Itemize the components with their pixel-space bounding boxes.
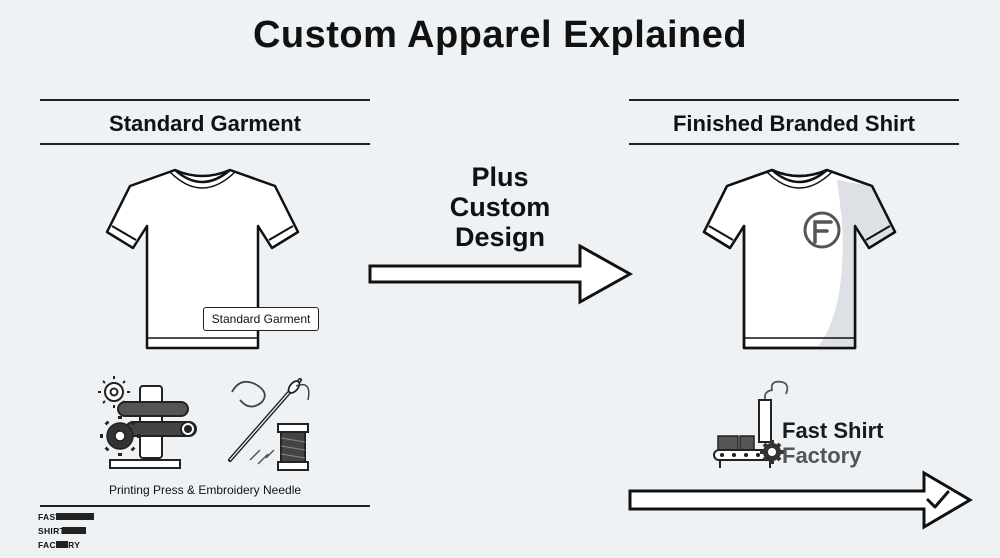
right-top-divider [629,99,959,101]
right-section-heading: Finished Branded Shirt [672,111,916,136]
left-caption-divider [40,505,370,507]
corner-logo-bar-1 [56,513,94,520]
shirt-tag-label: Standard Garment [203,307,319,331]
factory-brand-line-2: Factory [782,443,862,468]
right-arrow-icon [368,243,634,305]
plus-custom-design-text: Plus Custom Design [420,162,580,252]
page-title: Custom Apparel Explained [252,14,748,56]
plain-tshirt-icon [105,168,300,350]
corner-logo-bar-3 [56,541,68,548]
plus-line-2: Custom [449,192,551,222]
factory-icon [713,380,789,468]
left-top-divider [40,99,370,101]
branded-tshirt-icon [702,168,897,350]
corner-logo-bar-2 [62,527,86,534]
brand-logo-icon [803,211,841,249]
tools-caption: Printing Press & Embroidery Needle [108,483,302,497]
plus-line-1: Plus [471,162,529,192]
embroidery-needle-icon [228,378,310,471]
corner-logo-word-1: FAST [38,512,61,522]
right-bottom-divider [629,143,959,145]
left-section-heading: Standard Garment [109,111,301,136]
printing-press-icon [98,376,197,469]
checkmark-icon [926,490,950,509]
corner-logo-word-2: SHIRT [38,526,65,536]
completion-arrow-icon [628,470,973,530]
factory-brand-line-1: Fast Shirt [782,418,884,443]
left-bottom-divider [40,143,370,145]
plus-line-3: Design [454,222,546,252]
